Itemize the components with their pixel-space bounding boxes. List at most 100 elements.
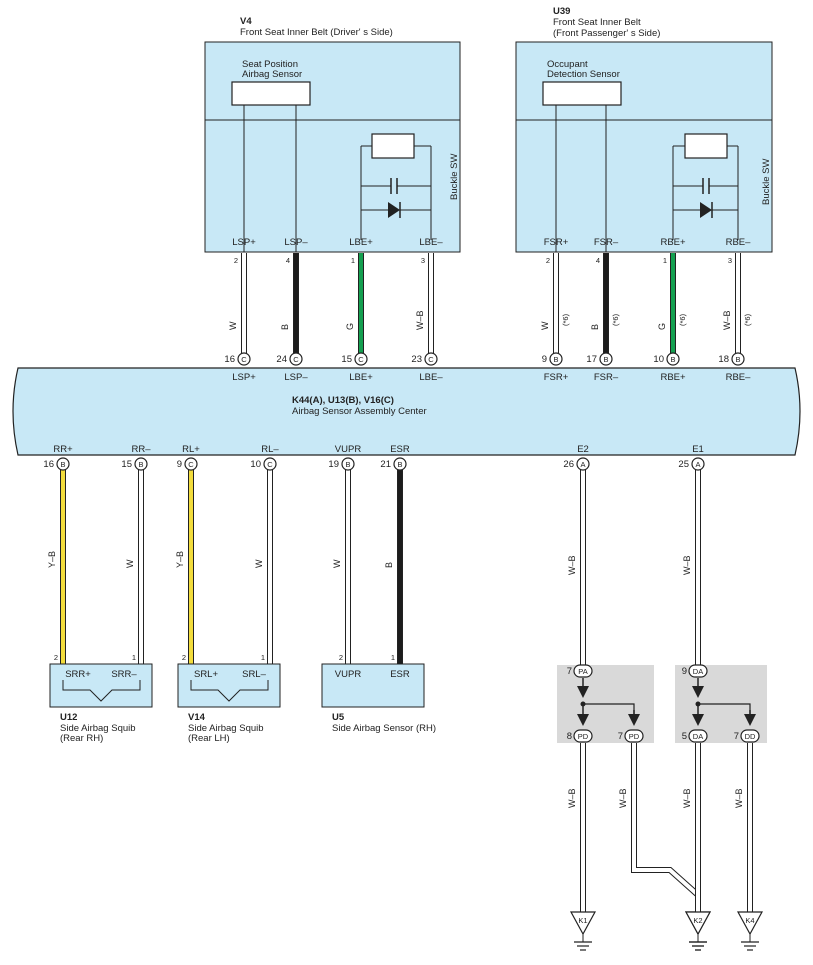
v4-connector-3-letter: C: [428, 355, 434, 364]
v4-name: Front Seat Inner Belt (Driver' s Side): [240, 27, 393, 38]
splice_pd-in-pin: 7: [567, 666, 572, 677]
u39-pin-3: 3: [728, 256, 732, 265]
u39-connector-1: B: [599, 352, 613, 366]
splice_dd-out-0: DA: [688, 729, 708, 743]
splice_pd-in-label: PA: [578, 667, 587, 676]
ground-wire-pd-k2-fill: [632, 743, 700, 912]
ecu-bottom-connector-3-letter: C: [267, 460, 273, 469]
v4-ecu-terminal-3: LBE–: [419, 372, 443, 383]
ecu-bottom-connector-7-circle: [691, 457, 705, 471]
ground-wire-k1-fill: [581, 743, 585, 912]
ecu-bottom-connector-3-circle: [263, 457, 277, 471]
ecu-bottom-pin-7: 25: [678, 459, 689, 470]
ground-wire-k4-label: W–B: [734, 788, 744, 808]
u39-name-line-1: Front Seat Inner Belt: [553, 17, 641, 28]
v4-conn-pin-1: 24: [276, 354, 287, 365]
ecu-bottom-connector-5: B: [393, 457, 407, 471]
ecu-bottom-wire-label-1: W: [125, 559, 135, 568]
splice_dd-in: DA: [688, 664, 708, 678]
v4-connector-1-circle: [289, 352, 303, 366]
v14-code: V14: [188, 712, 206, 723]
ecu-bottom-pin-5: 21: [380, 459, 391, 470]
ground-wire-da-k2-ground-triangle: [684, 911, 712, 936]
u39-terminal-2: RBE+: [660, 237, 686, 248]
ecu-bottom-connector-6: A: [576, 457, 590, 471]
v4-pin-2: 1: [351, 256, 355, 265]
ground-wire-k4-ground-symbol: K4: [736, 911, 764, 951]
ecu-bottom-wire-2-fill: [189, 470, 193, 664]
u12-name-line-2: (Rear RH): [60, 733, 103, 744]
ecu-bottom-connector-4-circle: [341, 457, 355, 471]
splice_pd-out-1: PD: [624, 729, 644, 743]
ecu-bottom-connector-1-circle: [134, 457, 148, 471]
ecu-bottom-pin-1: 15: [121, 459, 132, 470]
splice_dd-out-pin-0: 5: [682, 731, 687, 742]
v4-connector-3: C: [424, 352, 438, 366]
ecu-bottom-connector-3: C: [263, 457, 277, 471]
u5-box: [321, 663, 425, 708]
splice_dd-out-1: DD: [740, 729, 760, 743]
u39-terminal-3: RBE–: [726, 237, 752, 248]
v4-connector-3-circle: [424, 352, 438, 366]
ecu-bottom-terminal-3: RL–: [261, 444, 279, 455]
u5-pin-1: 1: [391, 653, 395, 662]
splice_pd-out-pin-0: 8: [567, 731, 572, 742]
ground-wire-k1-label: W–B: [567, 788, 577, 808]
v4-wire-3-fill: [429, 253, 433, 353]
u39-connector-0: B: [549, 352, 563, 366]
ground-wire-k1-ground-triangle: [569, 911, 597, 936]
u39-conn-pin-3: 18: [718, 354, 729, 365]
v4-connector-0-circle: [237, 352, 251, 366]
ecu-bottom-wire-label-0: Y–B: [47, 551, 57, 568]
v4-pin-0: 2: [234, 256, 238, 265]
v4-ecu-terminal-0: LSP+: [232, 372, 256, 383]
ground-wire-k4-ground-code: K4: [745, 916, 754, 925]
ground-wire-k4-fill: [748, 743, 752, 912]
u5-code: U5: [332, 712, 345, 723]
v4-connector-1-letter: C: [293, 355, 299, 364]
ecu-bottom-connector-0-circle: [56, 457, 70, 471]
v4-pin-1: 4: [286, 256, 290, 265]
u39-wire-1-fill: [604, 253, 608, 353]
ecu-bottom-wire-label-6: W–B: [567, 555, 577, 575]
splice_pd-out-0: PD: [573, 729, 593, 743]
splice_pd-out-0-label: PD: [578, 732, 589, 741]
v4-code: V4: [240, 16, 252, 27]
u39-note-1: (*6): [611, 313, 620, 326]
u39-connector-2: B: [666, 352, 680, 366]
ecu-bottom-terminal-7: E1: [692, 444, 704, 455]
splice_dd-in-label: DA: [693, 667, 703, 676]
ecu-bottom-terminal-4: VUPR: [335, 444, 362, 455]
ground-wire-da-k2-label: W–B: [682, 788, 692, 808]
v4-component: V4 Front Seat Inner Belt (Driver' s Side…: [204, 16, 461, 265]
u39-note-2: (*6): [678, 313, 687, 326]
ecu-bottom-pin-3: 10: [250, 459, 261, 470]
splice_dd-in-shape: [688, 664, 708, 678]
ecu-bottom-terminal-1: RR–: [131, 444, 151, 455]
ecu-bottom-wire-7-fill: [696, 470, 700, 665]
v4-connector-2-letter: C: [358, 355, 364, 364]
u39-terminal-1: FSR–: [594, 237, 619, 248]
v14-pin-0: 2: [182, 653, 186, 662]
ecu-bottom-terminal-5: ESR: [390, 444, 410, 455]
splice_dd-out-pin-1: 7: [734, 731, 739, 742]
ecu-bottom-wire-label-3: W: [254, 559, 264, 568]
splice_pd-out-1-shape: [624, 729, 644, 743]
airbag-sensor-assembly: K44(A), U13(B), V16(C) Airbag Sensor Ass…: [12, 367, 801, 456]
v4-sensor-label-2: Airbag Sensor: [242, 69, 302, 80]
u39-box: [515, 41, 773, 253]
u39-buckle-sw-label: Buckle SW: [761, 159, 772, 205]
ecu-bottom-connector-6-letter: A: [580, 460, 585, 469]
ground-wire-k4-ground-triangle: [736, 911, 764, 936]
u39-connector-2-circle: [666, 352, 680, 366]
u39-wire-label-2: G: [657, 323, 667, 330]
v4-wire-1-fill: [294, 253, 298, 353]
ecu-bottom-connector-2-letter: C: [188, 460, 194, 469]
u5-terminal-1: ESR: [390, 669, 410, 680]
ecu-bottom-connector-7: A: [691, 457, 705, 471]
v4-connector-2-circle: [354, 352, 368, 366]
ecu-bottom-wire-label-5: B: [384, 562, 394, 568]
